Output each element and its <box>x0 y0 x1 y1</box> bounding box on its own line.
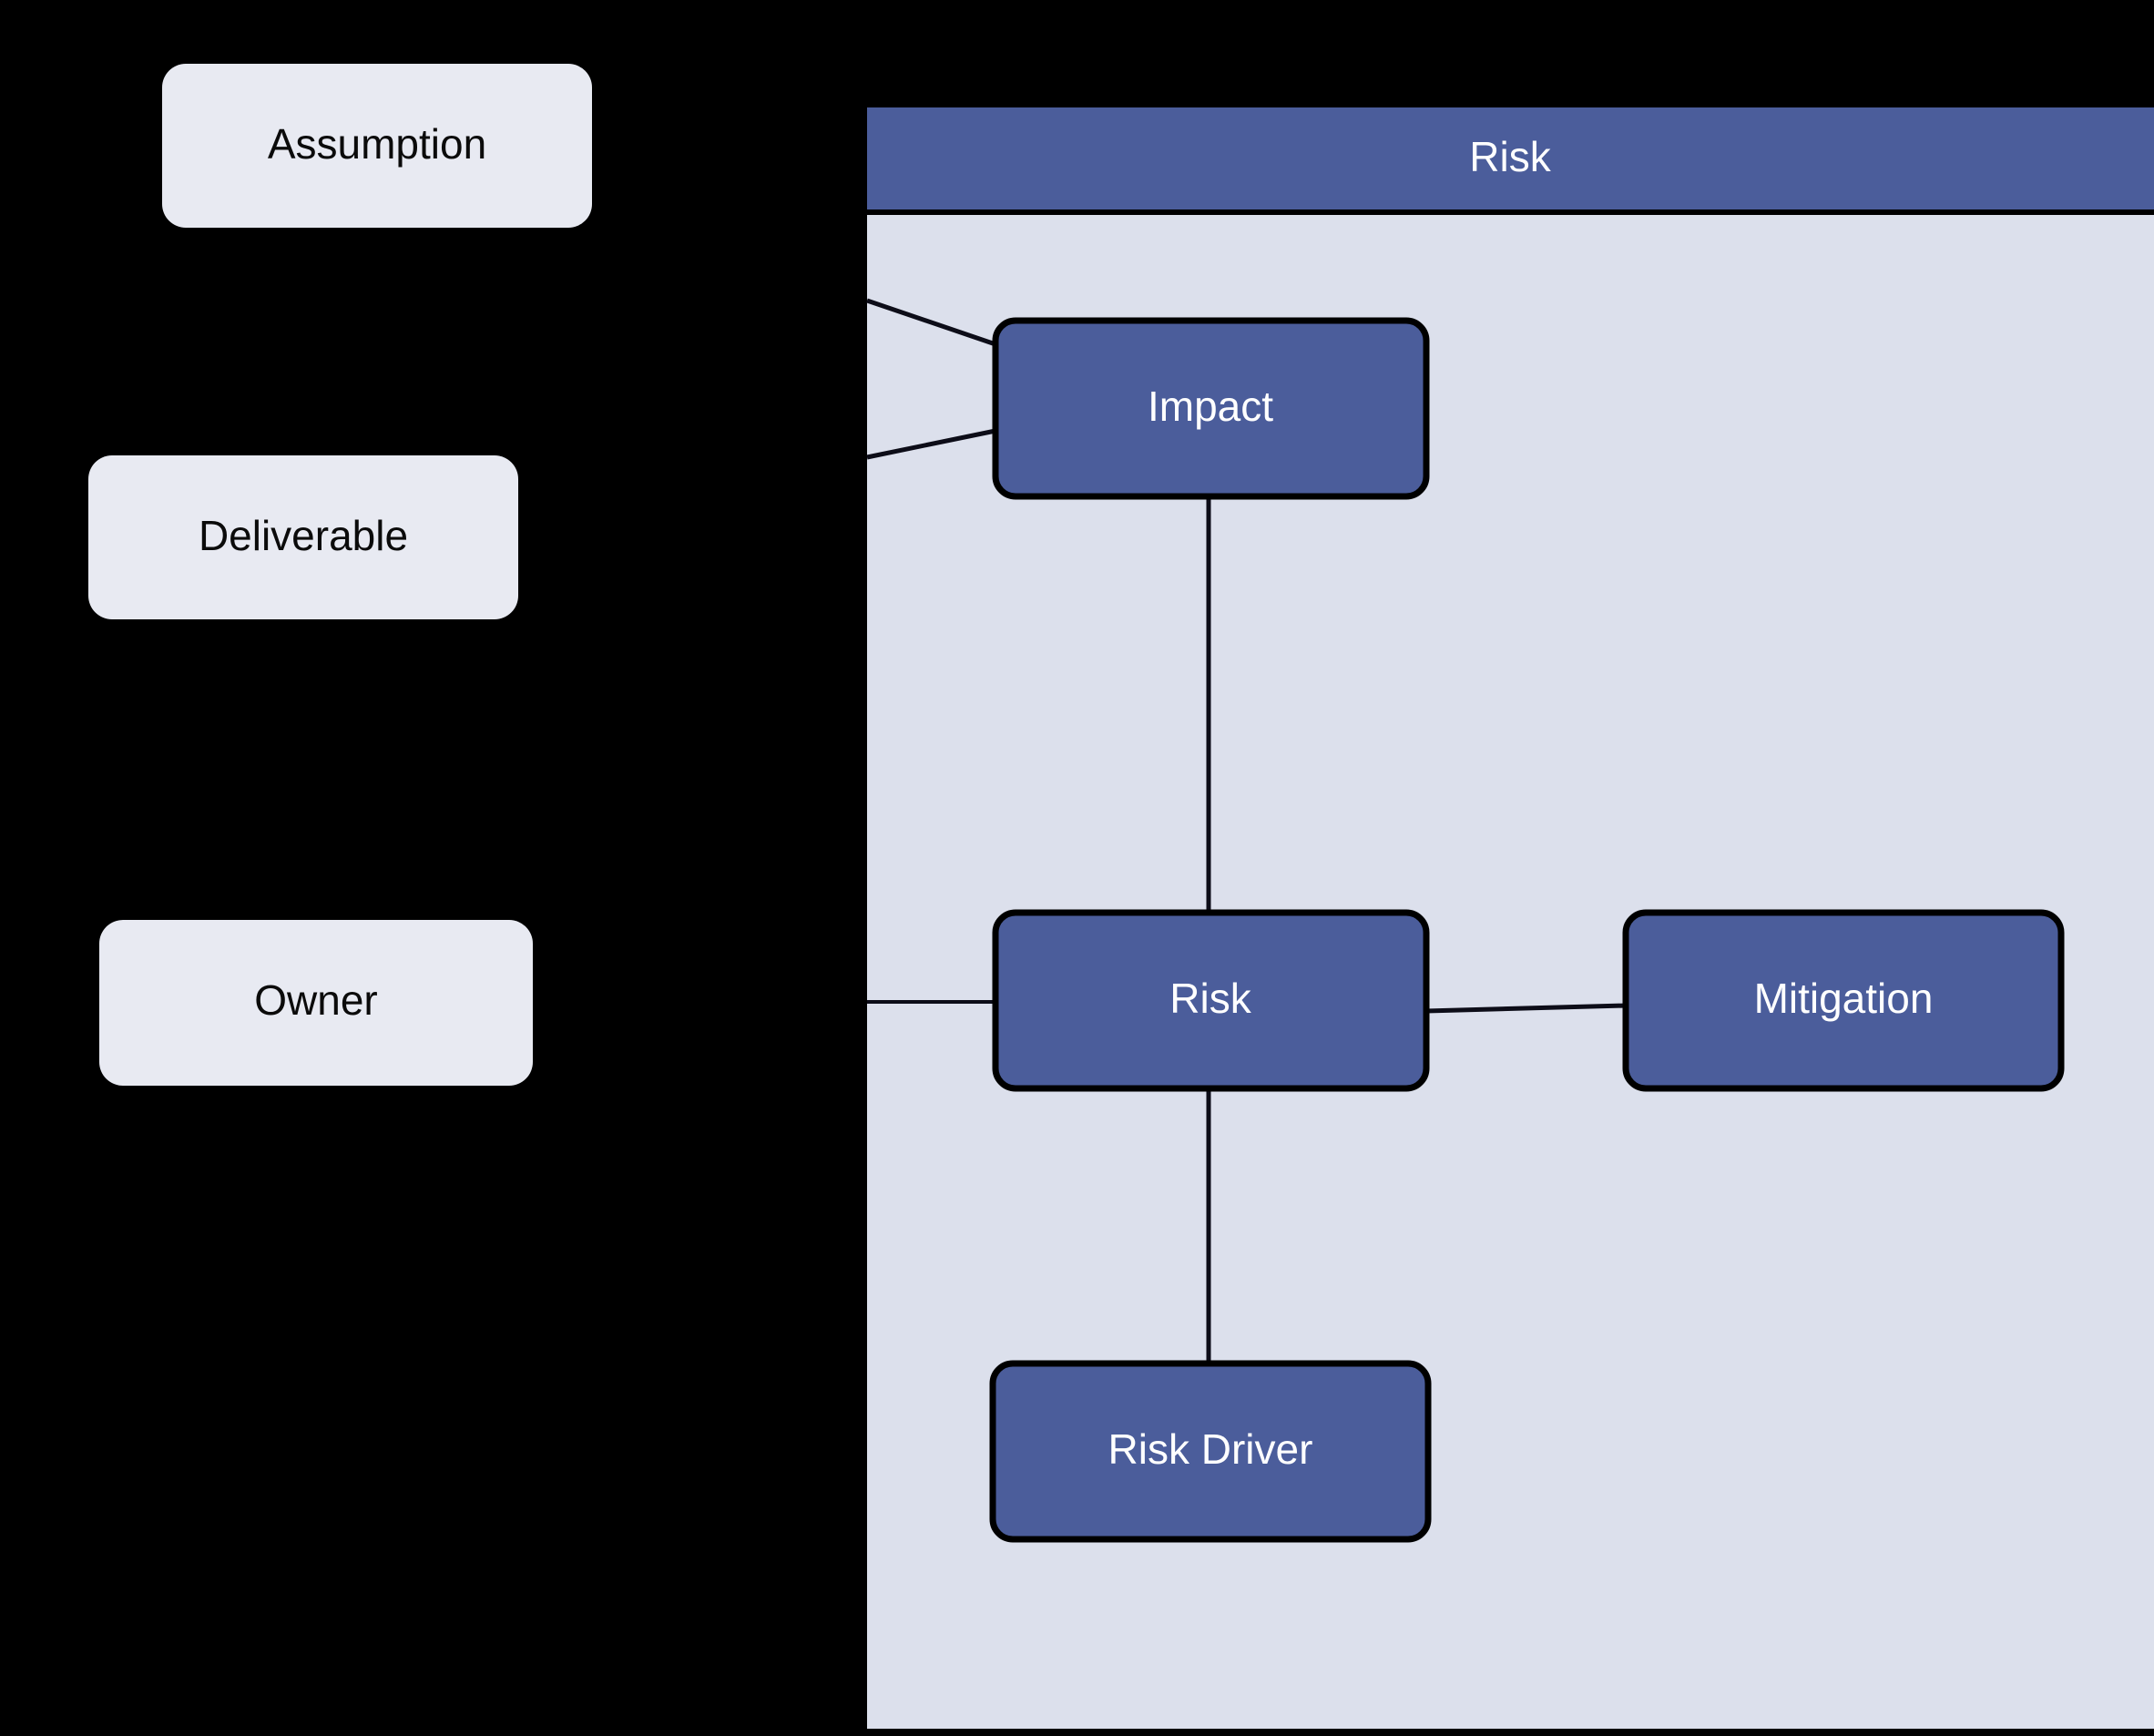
node-mitigation-shape[interactable] <box>1622 909 2065 1092</box>
legend-item-owner-label: Owner <box>254 976 377 1024</box>
risk-panel-title: Risk <box>1469 133 1551 180</box>
legend-item-owner-shape[interactable] <box>99 920 533 1086</box>
legend-item-deliverable[interactable]: Deliverable <box>88 455 518 619</box>
node-risk-driver[interactable]: Risk Driver <box>989 1360 1432 1543</box>
legend-item-assumption-label: Assumption <box>268 120 486 168</box>
node-risk-driver-shape[interactable] <box>989 1360 1432 1543</box>
node-mitigation[interactable]: Mitigation <box>1622 909 2065 1092</box>
node-risk-label: Risk <box>1169 975 1251 1022</box>
node-impact-shape[interactable] <box>992 317 1430 500</box>
node-risk-driver-label: Risk Driver <box>1108 1425 1313 1473</box>
connector-left-top-to-impact <box>866 298 996 347</box>
risk-panel-divider <box>867 209 2154 215</box>
node-risk[interactable]: Risk <box>992 909 1430 1092</box>
risk-panel-header[interactable] <box>867 107 2154 209</box>
node-mitigation-label: Mitigation <box>1754 975 1934 1022</box>
node-impact[interactable]: Impact <box>992 317 1430 500</box>
connector-left-bottom-to-impact <box>866 428 996 460</box>
legend-item-assumption[interactable]: Assumption <box>162 64 592 228</box>
legend-item-deliverable-label: Deliverable <box>199 512 408 559</box>
connector-layer <box>866 298 1627 1363</box>
connector-risk-to-mitigation <box>1425 1003 1627 1014</box>
node-risk-shape[interactable] <box>992 909 1430 1092</box>
node-impact-label: Impact <box>1148 383 1273 430</box>
legend-item-owner[interactable]: Owner <box>99 920 533 1086</box>
legend-item-assumption-shape[interactable] <box>162 64 592 228</box>
legend-item-deliverable-shape[interactable] <box>88 455 518 619</box>
